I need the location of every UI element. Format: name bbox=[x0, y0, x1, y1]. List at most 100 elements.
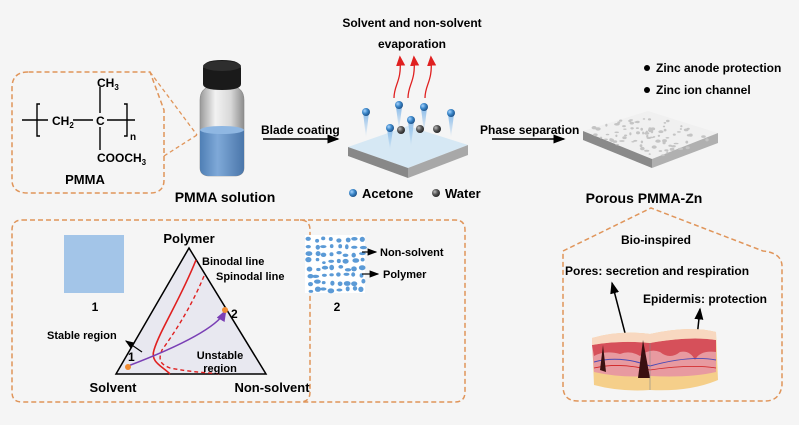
porous-film bbox=[583, 111, 718, 168]
polymer-blob bbox=[320, 245, 327, 249]
pore bbox=[605, 133, 610, 136]
pore bbox=[629, 121, 634, 125]
pore bbox=[633, 139, 638, 142]
point-2-marker bbox=[222, 307, 228, 313]
pore bbox=[614, 131, 619, 134]
bullet-zinc-ion-channel: Zinc ion channel bbox=[656, 83, 751, 97]
polymer-blob bbox=[305, 251, 313, 256]
ch3-top-label: CH3 bbox=[97, 76, 119, 92]
stable-region-pointer bbox=[125, 340, 143, 353]
pore bbox=[705, 138, 709, 142]
pore bbox=[642, 131, 645, 135]
pore bbox=[662, 125, 666, 128]
pore bbox=[603, 138, 609, 141]
pore bbox=[685, 146, 690, 150]
pore bbox=[648, 136, 655, 139]
polymer-blob bbox=[327, 288, 335, 294]
pore bbox=[642, 118, 646, 120]
polymer-blob bbox=[358, 286, 364, 292]
pore bbox=[680, 125, 683, 128]
ch2-label: CH2 bbox=[52, 114, 74, 130]
pore bbox=[593, 133, 598, 137]
pore bbox=[612, 140, 618, 143]
polymer-blob bbox=[316, 267, 321, 272]
vertex-polymer: Polymer bbox=[163, 231, 214, 246]
point-2-label: 2 bbox=[231, 307, 238, 321]
repeat-n-label: n bbox=[130, 132, 136, 143]
evaporation-arrow-1 bbox=[393, 55, 406, 99]
polymer-blob bbox=[351, 237, 358, 241]
state1-uniform-square bbox=[64, 235, 124, 293]
pore bbox=[640, 127, 643, 131]
bullet-zinc-anode-protection: Zinc anode protection bbox=[656, 61, 781, 75]
pore bbox=[672, 133, 676, 136]
polymer-blob bbox=[342, 253, 349, 257]
pore bbox=[662, 139, 667, 143]
pore bbox=[622, 125, 626, 128]
pore bbox=[636, 131, 640, 135]
pmma-dashed-box bbox=[11, 71, 165, 194]
polymer-blob bbox=[315, 251, 321, 257]
pore bbox=[622, 136, 627, 140]
polymer-blob bbox=[352, 286, 358, 291]
pore bbox=[647, 118, 652, 121]
coated-film bbox=[348, 126, 468, 178]
vertex-solvent: Solvent bbox=[90, 380, 138, 395]
polymer-blob bbox=[305, 236, 311, 241]
pore bbox=[619, 140, 625, 142]
pore bbox=[650, 127, 656, 131]
polymer-blob bbox=[351, 272, 356, 277]
skin-cross-section-icon bbox=[592, 328, 718, 391]
pore bbox=[679, 128, 683, 130]
evaporation-title-line2: evaporation bbox=[378, 37, 446, 51]
polymer-blob bbox=[321, 281, 326, 285]
polymer-blob bbox=[337, 281, 343, 287]
composition-path bbox=[127, 309, 227, 367]
pore bbox=[651, 145, 657, 149]
state2-polymer-label: Polymer bbox=[383, 269, 427, 281]
pore bbox=[648, 127, 652, 131]
pore bbox=[631, 141, 635, 143]
blade-coating-label: Blade coating bbox=[261, 123, 340, 137]
pore bbox=[663, 122, 667, 124]
bullet-dot-1 bbox=[644, 65, 650, 71]
phase-diagram-dashed-box-extension bbox=[300, 219, 466, 403]
polymer-blob bbox=[361, 278, 366, 284]
polymer-blob bbox=[344, 268, 352, 272]
polymer-blob bbox=[306, 266, 313, 272]
polymer-blob bbox=[322, 261, 326, 264]
pore bbox=[673, 142, 679, 145]
pore bbox=[615, 143, 619, 146]
pore bbox=[663, 128, 667, 132]
polymer-blob bbox=[351, 281, 358, 287]
pore bbox=[666, 151, 669, 154]
pore bbox=[640, 140, 644, 144]
stable-region-label: Stable region bbox=[47, 330, 117, 342]
polymer-blob bbox=[321, 265, 329, 270]
state2-nonsolvent-label: Non-solvent bbox=[380, 247, 444, 259]
polymer-blob bbox=[321, 236, 326, 241]
polymer-blob bbox=[320, 252, 327, 257]
polymer-blob bbox=[315, 257, 320, 262]
zoom-line-top bbox=[149, 71, 198, 136]
pore bbox=[634, 121, 639, 123]
polymer-blob bbox=[336, 251, 342, 255]
polymer-blob bbox=[307, 274, 314, 279]
polymer-blob bbox=[359, 252, 366, 256]
pore bbox=[648, 153, 651, 155]
polymer-blob bbox=[343, 281, 351, 286]
polymer-blob bbox=[321, 273, 327, 277]
pore bbox=[655, 139, 661, 143]
pore bbox=[670, 145, 675, 147]
pore bbox=[614, 123, 620, 126]
water-legend-label: Water bbox=[445, 186, 481, 201]
point-1-marker bbox=[125, 364, 131, 370]
polymer-blob bbox=[345, 237, 351, 243]
pore bbox=[639, 144, 643, 148]
pore bbox=[701, 135, 706, 138]
carbon-label: C bbox=[96, 114, 105, 128]
polymer-blob bbox=[328, 259, 335, 263]
pore bbox=[676, 131, 681, 133]
